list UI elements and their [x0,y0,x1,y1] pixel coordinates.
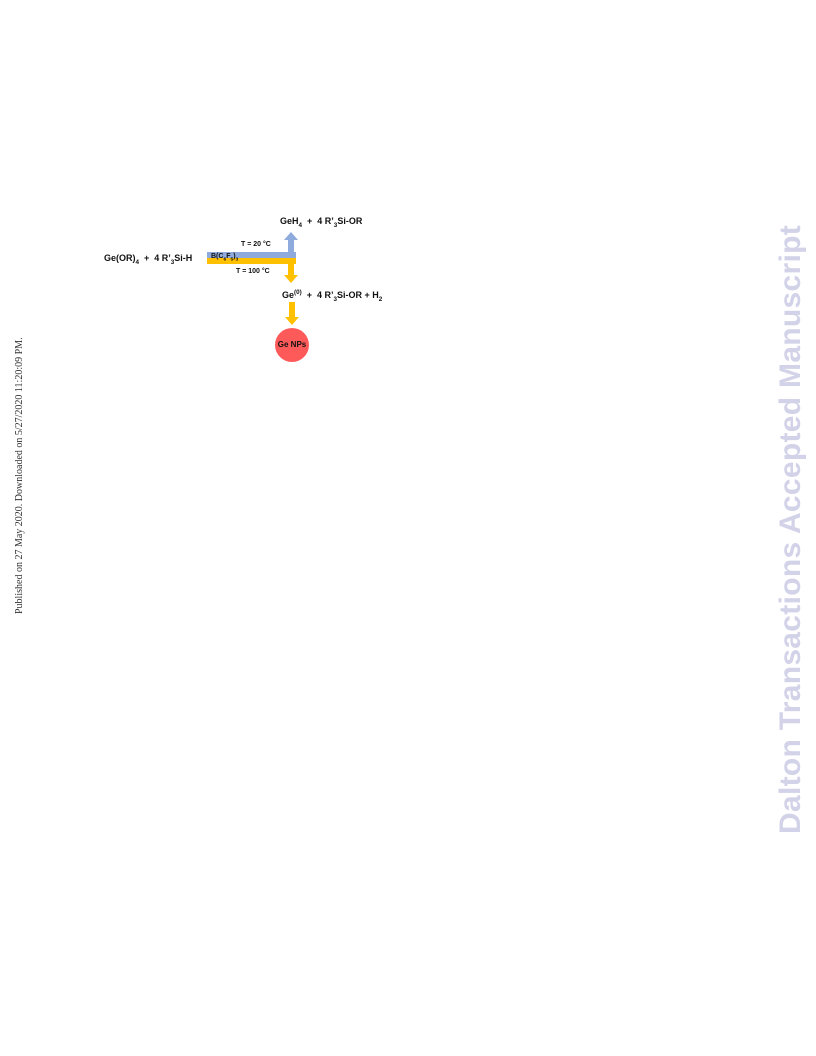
blue-bar [207,252,296,258]
reactant-formula: Ge(OR)4 + 4 R’3Si-H [104,253,193,266]
yellow-bar [207,258,296,264]
ge-nps-circle [275,328,309,362]
lower-yellow-shaft [289,302,295,317]
condition-top: T = 20 °C [241,241,271,248]
yellow-down-arrowhead [284,275,298,283]
catalyst-label: B(C6F5)3 [211,253,239,263]
condition-bottom: T = 100 °C [236,268,270,275]
blue-up-arrowhead [284,232,298,240]
product-bottom-formula: Ge(0) + 4 R’3Si-OR + H2 [282,289,383,303]
product-top-formula: GeH4 + 4 R’3Si-OR [280,216,363,229]
blue-up-shaft [288,239,294,258]
ge-nps-label: Ge NPs [277,340,307,349]
yellow-down-shaft [288,258,294,275]
lower-yellow-arrowhead [285,317,299,325]
